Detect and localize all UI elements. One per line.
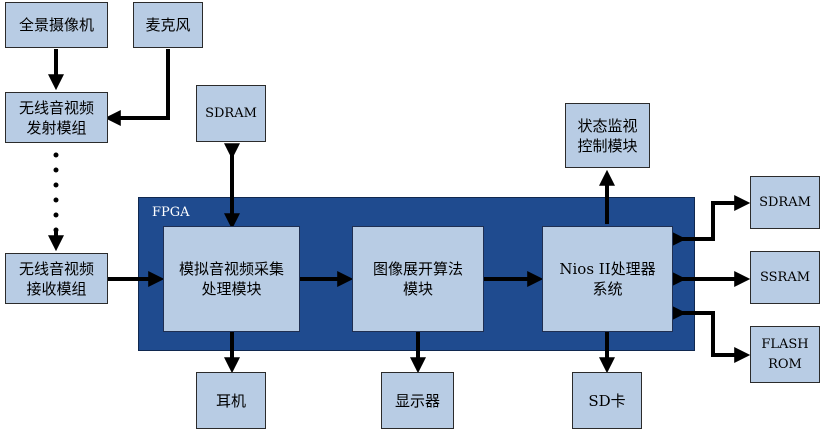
sdram-right-box: SDRAM [750, 176, 820, 229]
sdram-top-box: SDRAM [196, 85, 266, 142]
unfold-line2: 模块 [402, 280, 433, 298]
arrow-nios-flash [670, 305, 751, 363]
unfold-line1: 图像展开算法 [372, 260, 463, 278]
fpga-label: FPGA [152, 205, 190, 220]
status-line2: 控制模块 [577, 136, 638, 155]
mic-box: 麦克风 [133, 2, 203, 48]
rx-module-box: 无线音视频 接收模组 [5, 253, 108, 304]
sdcard-box: SD卡 [572, 372, 642, 429]
dotted-link [53, 152, 59, 233]
sdram-top-label: SDRAM [205, 105, 257, 121]
tx-line1: 无线音视频 [18, 98, 94, 117]
status-line1: 状态监视 [577, 116, 638, 135]
display-label: 显示器 [394, 391, 440, 410]
tx-module-box: 无线音视频 发射模组 [5, 92, 108, 143]
mic-label: 麦克风 [145, 16, 191, 34]
acq-line1: 模拟音视频采集 [178, 260, 284, 278]
nios-line1: Nios II处理器 [559, 260, 656, 278]
flash-line2: ROM [768, 356, 802, 372]
rx-line2: 接收模组 [26, 279, 87, 298]
camera-box: 全景摄像机 [5, 2, 108, 48]
tx-line2: 发射模组 [26, 118, 87, 137]
display-box: 显示器 [381, 372, 454, 429]
flash-line1: FLASH [761, 336, 809, 352]
status-monitor-box: 状态监视 控制模块 [565, 103, 650, 168]
nios-system-box: Nios II处理器 系统 [542, 226, 673, 332]
sdram-right-label: SDRAM [759, 194, 811, 210]
camera-label: 全景摄像机 [18, 16, 94, 34]
acquisition-module-box: 模拟音视频采集 处理模块 [163, 226, 300, 332]
earphone-box: 耳机 [196, 372, 266, 429]
nios-line2: 系统 [592, 280, 623, 298]
ssram-label: SSRAM [759, 269, 811, 285]
unfold-module-box: 图像展开算法 模块 [352, 226, 484, 332]
acq-line2: 处理模块 [201, 280, 262, 298]
earphone-label: 耳机 [215, 391, 246, 410]
arrow-mic-to-tx [104, 49, 170, 126]
sdcard-label: SD卡 [588, 391, 626, 410]
ssram-box: SSRAM [750, 251, 820, 304]
flash-rom-box: FLASH ROM [750, 326, 820, 383]
arrow-nios-sdram [670, 195, 751, 247]
rx-line1: 无线音视频 [18, 259, 94, 278]
